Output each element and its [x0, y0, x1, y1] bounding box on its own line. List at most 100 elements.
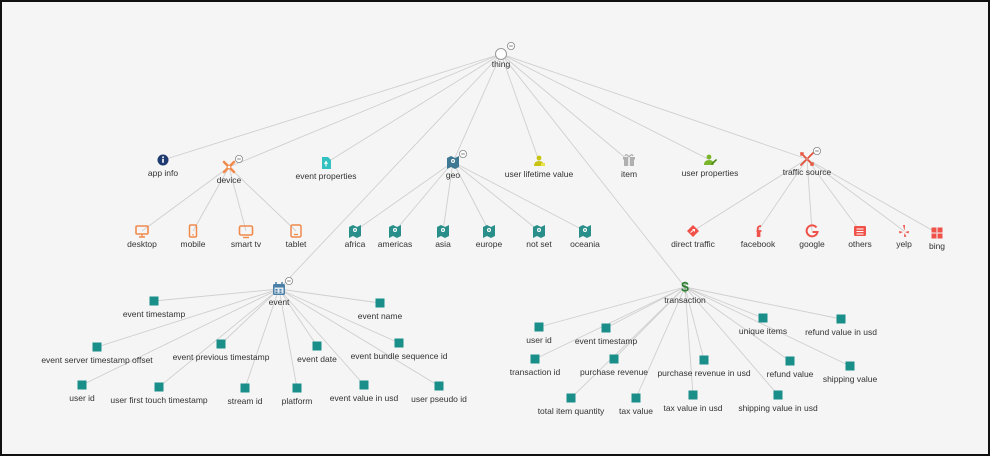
node-event-previous-timestamp[interactable]: event previous timestamp	[173, 339, 270, 363]
node-thing[interactable]: thing	[492, 42, 515, 69]
square-icon	[312, 341, 322, 351]
svg-text:$: $	[681, 279, 689, 295]
node-tax-value[interactable]: tax value	[619, 393, 653, 417]
square-icon	[216, 339, 226, 349]
edge-thing-geo	[452, 53, 502, 163]
edge-thing-item	[500, 53, 630, 162]
node-label: oceania	[570, 239, 600, 249]
node-unique-items[interactable]: unique items	[739, 313, 787, 337]
node-transaction[interactable]: $transaction	[664, 279, 706, 306]
node-user-id-e[interactable]: user id	[69, 380, 95, 404]
collapse-toggle-icon[interactable]	[459, 150, 467, 158]
node-label: shipping value	[823, 374, 878, 384]
collapse-toggle-icon[interactable]	[507, 42, 515, 50]
node-event-date[interactable]: event date	[297, 341, 337, 365]
node-google[interactable]: google	[799, 224, 825, 249]
node-app-info[interactable]: app info	[148, 154, 179, 179]
node-label: event previous timestamp	[173, 352, 270, 362]
node-event-name[interactable]: event name	[358, 298, 403, 322]
node-event-timestamp[interactable]: event timestamp	[123, 296, 186, 320]
node-mobile[interactable]: mobile	[180, 224, 206, 249]
node-user-properties[interactable]: user properties	[682, 154, 739, 178]
square-icon	[836, 314, 846, 324]
collapse-toggle-icon[interactable]	[813, 147, 821, 155]
node-direct-traffic[interactable]: direct traffic	[671, 225, 716, 249]
node-africa[interactable]: africa	[345, 225, 366, 249]
node-label: tax value	[619, 406, 653, 416]
node-facebook[interactable]: facebook	[741, 225, 776, 249]
phone-icon	[188, 224, 198, 238]
node-label: user properties	[682, 168, 739, 178]
node-americas[interactable]: americas	[378, 225, 412, 249]
node-shipping-value-in-usd[interactable]: shipping value in usd	[738, 390, 818, 414]
node-user-id-t[interactable]: user id	[526, 322, 552, 346]
node-smart-tv[interactable]: smart tv	[231, 225, 262, 249]
node-not-set[interactable]: not set	[526, 225, 552, 249]
map-icon	[349, 225, 361, 238]
node-label: item	[621, 169, 637, 179]
node-shipping-value[interactable]: shipping value	[823, 361, 878, 385]
node-user-first-touch-timestamp[interactable]: user first touch timestamp	[110, 382, 208, 406]
edge-traffic_source-google	[806, 158, 813, 232]
node-user-pseudo-id[interactable]: user pseudo id	[411, 381, 467, 405]
node-label: device	[217, 175, 242, 185]
edge-traffic_source-facebook	[757, 158, 808, 232]
node-user-lifetime-value[interactable]: user lifetime value	[505, 155, 574, 179]
node-event-properties[interactable]: event properties	[296, 157, 357, 181]
node-label: mobile	[180, 239, 205, 249]
node-purchase-revenue[interactable]: purchase revenue	[580, 354, 648, 378]
square-icon	[534, 322, 544, 332]
square-icon	[631, 393, 641, 403]
node-event-server-timestamp-offset[interactable]: event server timestamp offset	[41, 342, 153, 366]
edge-transaction-tax_value	[635, 286, 686, 399]
edge-event-event_value_in_usd	[278, 288, 365, 386]
node-label: app info	[148, 168, 179, 178]
node-asia[interactable]: asia	[435, 225, 451, 249]
node-label: unique items	[739, 326, 787, 336]
node-event[interactable]: event	[269, 277, 293, 307]
collapse-toggle-icon[interactable]	[285, 277, 293, 285]
node-transaction-id[interactable]: transaction id	[510, 354, 561, 378]
node-event-bundle-sequence-id[interactable]: event bundle sequence id	[351, 338, 448, 362]
node-label: event server timestamp offset	[41, 355, 153, 365]
edge-event-user_pseudo_id	[278, 288, 440, 387]
node-refund-value[interactable]: refund value	[767, 356, 814, 380]
node-label: user pseudo id	[411, 394, 467, 404]
square-icon	[601, 323, 611, 333]
edge-event-event_name	[278, 288, 381, 304]
node-desktop[interactable]: desktop	[127, 225, 157, 249]
arrows-icon	[800, 152, 814, 166]
node-geo[interactable]: geo	[446, 150, 467, 180]
square-icon	[566, 393, 576, 403]
node-tablet[interactable]: tablet	[286, 224, 307, 249]
edge-thing-event_properties	[325, 53, 502, 164]
node-stream-id[interactable]: stream id	[228, 383, 263, 407]
node-yelp[interactable]: yelp	[896, 225, 912, 249]
node-platform[interactable]: platform	[282, 383, 313, 407]
node-tax-value-in-usd[interactable]: tax value in usd	[663, 390, 723, 414]
collapse-toggle-icon[interactable]	[235, 155, 243, 163]
node-refund-value-in-usd[interactable]: refund value in usd	[805, 314, 877, 338]
device-icon	[222, 160, 236, 174]
node-bing[interactable]: bing	[929, 227, 945, 252]
edge-geo-oceania	[452, 161, 586, 232]
node-others[interactable]: others	[848, 226, 872, 249]
edge-transaction-unique_items	[684, 286, 764, 319]
node-item[interactable]: item	[621, 154, 637, 179]
node-oceania[interactable]: oceania	[570, 225, 600, 249]
list-icon	[854, 226, 866, 236]
edge-layer	[81, 53, 938, 399]
node-europe[interactable]: europe	[476, 225, 503, 249]
node-event-value-in-usd[interactable]: event value in usd	[330, 380, 399, 404]
node-total-item-quantity[interactable]: total item quantity	[538, 393, 605, 417]
edge-event-user_first_touch_timestamp	[158, 288, 280, 388]
node-device[interactable]: device	[217, 155, 243, 185]
node-label: yelp	[896, 239, 912, 249]
node-label: desktop	[127, 239, 157, 249]
node-label: geo	[446, 170, 460, 180]
node-label: platform	[282, 396, 313, 406]
node-traffic-source[interactable]: traffic source	[783, 147, 832, 177]
node-event-timestamp-t[interactable]: event timestamp	[575, 323, 638, 347]
node-purchase-revenue-in-usd[interactable]: purchase revenue in usd	[657, 355, 751, 379]
